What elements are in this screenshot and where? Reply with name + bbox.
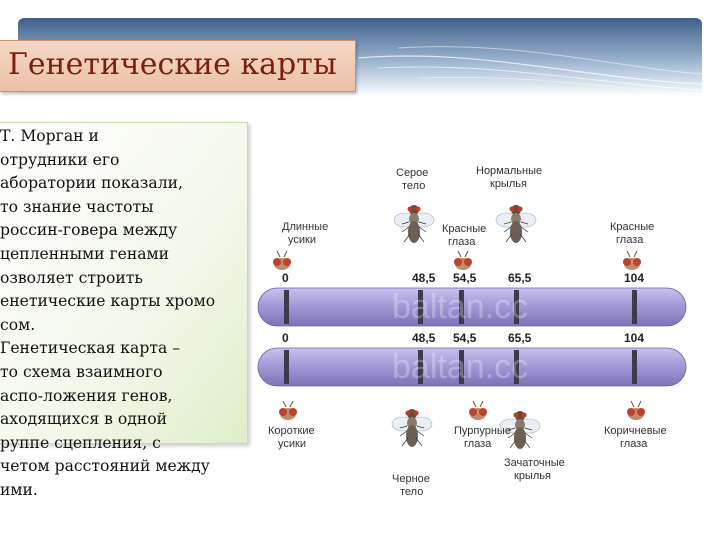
position-54-5-b: 54,5 — [453, 331, 477, 345]
label-brown-eyes-1: Коричневые — [604, 425, 667, 437]
fly-head-brown-eyes-icon — [626, 400, 646, 421]
text-line: сом. — [0, 315, 36, 334]
position-104-b: 104 — [624, 331, 644, 345]
text-line: аходящихся в одной — [0, 410, 168, 429]
label-brown-eyes-2: глаза — [620, 438, 648, 450]
label-normal-wings-2: крылья — [490, 178, 527, 190]
label-long-antennae-2: усики — [288, 234, 316, 246]
position-104: 104 — [624, 271, 644, 285]
fly-gray-body-icon — [393, 204, 435, 244]
fly-head-red-eyes-right-icon — [622, 250, 642, 271]
chromosome-bottom: baltan.cc — [257, 347, 687, 387]
genetic-map-figure: Длинные усики Серое тело Нормальные крыл… — [252, 160, 692, 510]
text-line: озволяет строить — [0, 268, 143, 287]
slide-title: Генетические карты — [8, 47, 337, 82]
label-gray-body-1: Серое — [396, 167, 428, 179]
position-0: 0 — [282, 271, 289, 285]
label-vestigial-wings-2: крылья — [514, 470, 551, 482]
top-labels: Длинные усики Серое тело Нормальные крыл… — [282, 165, 654, 248]
label-normal-wings-1: Нормальные — [476, 165, 542, 177]
text-line: руппе сцепления, с — [0, 433, 161, 452]
chromosome-top: baltan.cc — [257, 287, 687, 327]
text-line: аспо-ложения генов, — [0, 386, 173, 405]
label-short-antennae-1: Короткие — [268, 425, 315, 437]
text-line: отрудники его — [0, 150, 120, 169]
text-line: Генетическая карта – — [0, 339, 181, 358]
label-purple-eyes-2: глаза — [464, 438, 492, 450]
label-red-eyes-mid-2: глаза — [448, 236, 476, 248]
text-line: Т. Морган и — [0, 127, 99, 145]
watermark-top: baltan.cc — [392, 288, 528, 326]
position-65-5: 65,5 — [508, 271, 532, 285]
label-red-eyes-mid-1: Красные — [442, 223, 486, 235]
fly-black-body-icon — [391, 408, 433, 448]
text-line: енетические карты хромо — [0, 292, 216, 311]
fly-head-red-eyes-mid-icon — [453, 250, 473, 271]
label-red-eyes-right-2: глаза — [616, 234, 644, 246]
label-long-antennae-1: Длинные — [282, 221, 328, 233]
label-short-antennae-2: усики — [278, 438, 306, 450]
label-vestigial-wings-1: Зачаточные — [504, 457, 565, 469]
text-line: россин-говера между — [0, 221, 178, 240]
text-line: то схема взаимного — [0, 362, 163, 381]
fly-head-short-antennae-icon — [278, 400, 298, 421]
label-black-body-2: тело — [400, 486, 423, 498]
label-purple-eyes-1: Пурпурные — [454, 425, 511, 437]
text-panel — [0, 122, 248, 444]
watermark-bottom: baltan.cc — [392, 348, 528, 386]
bottom-labels: Короткие усики Черное тело Пурпурные гла… — [268, 425, 667, 498]
fly-head-long-antennae-icon — [272, 250, 292, 271]
title-box: Генетические карты — [0, 40, 356, 92]
fly-normal-wings-icon — [495, 204, 537, 244]
label-gray-body-2: тело — [402, 180, 425, 192]
position-48-5-b: 48,5 — [412, 331, 436, 345]
label-red-eyes-right-1: Красные — [610, 221, 654, 233]
position-48-5: 48,5 — [412, 271, 436, 285]
text-line: ими. — [0, 480, 38, 499]
text-line: аборатории показали, — [0, 174, 183, 193]
fly-head-purple-eyes-icon — [468, 400, 488, 421]
text-line: цепленными генами — [0, 244, 170, 263]
label-black-body-1: Черное — [392, 473, 430, 485]
text-line: то знание частоты — [0, 197, 154, 216]
position-54-5: 54,5 — [453, 271, 477, 285]
body-text: Т. Морган и отрудники его аборатории пок… — [0, 125, 250, 503]
text-line: четом расстояний между — [0, 457, 210, 476]
position-0-b: 0 — [282, 331, 289, 345]
position-65-5-b: 65,5 — [508, 331, 532, 345]
